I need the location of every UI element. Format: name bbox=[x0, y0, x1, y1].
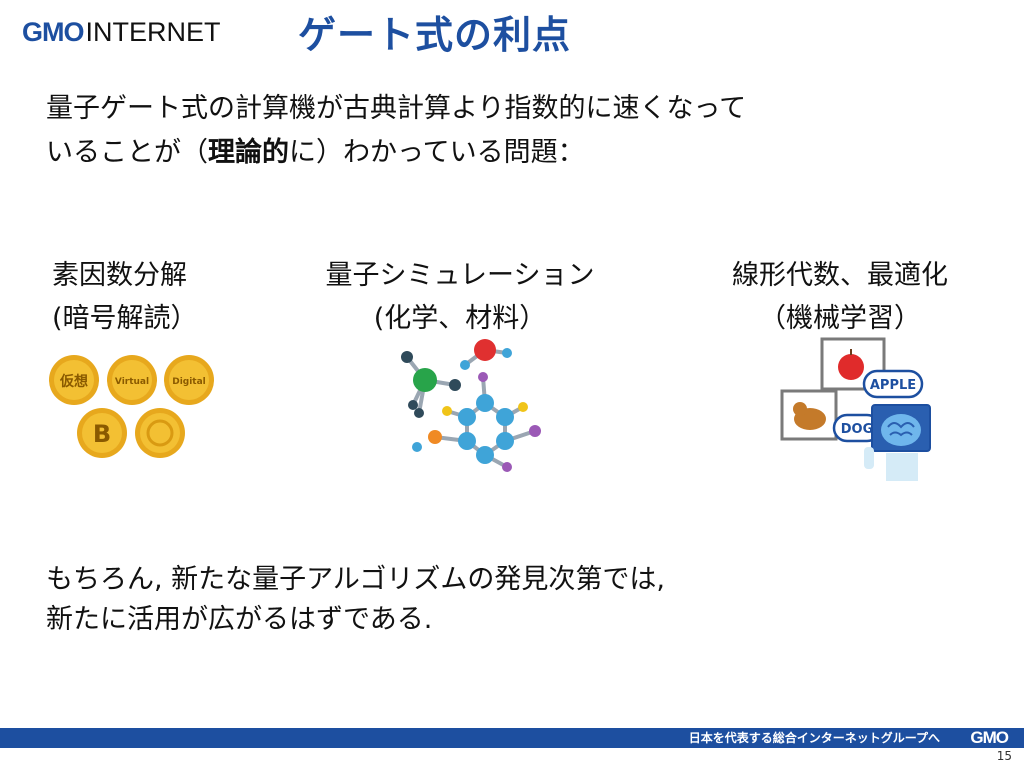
ai-brain-recognition-icon: APPLE DOG bbox=[780, 337, 931, 481]
coin-1: 仮想 bbox=[49, 355, 99, 405]
logo-internet: INTERNET bbox=[85, 16, 221, 47]
crypto-coins-icon: 仮想 Virtual Digital B bbox=[49, 355, 214, 458]
category-factoring: 素因数分解 (暗号解読） bbox=[52, 253, 198, 335]
coin-3: Digital bbox=[164, 355, 214, 405]
intro-line-2-pre: いることが（ bbox=[46, 137, 208, 168]
intro-line-1: 量子ゲート式の計算機が古典計算より指数的に速くなって bbox=[46, 93, 747, 124]
intro-line-2-post: に）わかっている問題： bbox=[289, 137, 585, 168]
footer-bar bbox=[0, 728, 1024, 748]
coin-1-label: 仮想 bbox=[59, 373, 88, 390]
intro-line-2: いることが（理論的に）わかっている問題： bbox=[46, 130, 585, 169]
page-number: 15 bbox=[996, 749, 1012, 763]
category-factoring-line2: (暗号解読） bbox=[52, 303, 198, 334]
category-linear-algebra: 線形代数、最適化 （機械学習） bbox=[700, 253, 980, 335]
brain-icon bbox=[881, 414, 921, 446]
coin-4-label: B bbox=[93, 420, 111, 448]
coin-blank bbox=[135, 408, 185, 458]
coin-2-label: Virtual bbox=[115, 377, 149, 387]
category-linalg-line2: （機械学習） bbox=[759, 303, 921, 334]
logo-gmo: GMO bbox=[22, 16, 84, 47]
company-logo: GMO INTERNET bbox=[22, 16, 221, 48]
coin-bitcoin: B bbox=[77, 408, 127, 458]
footer-tagline: 日本を代表する総合インターネットグループへ bbox=[688, 731, 940, 745]
category-quantum-simulation: 量子シミュレーション (化学、材料） bbox=[285, 253, 635, 335]
molecule-icon bbox=[401, 339, 541, 472]
apple-icon bbox=[838, 354, 864, 380]
coin-3-label: Digital bbox=[172, 377, 206, 387]
footer-logo: GMO bbox=[970, 728, 1009, 747]
category-linalg-line1: 線形代数、最適化 bbox=[732, 260, 948, 291]
closing-line-1: もちろん, 新たな量子アルゴリズムの発見次第では, bbox=[46, 564, 665, 595]
intro-line-2-bold: 理論的 bbox=[208, 137, 289, 168]
category-factoring-line1: 素因数分解 bbox=[52, 260, 187, 291]
coin-2: Virtual bbox=[107, 355, 157, 405]
apple-label: APPLE bbox=[870, 378, 916, 393]
dog-label: DOG bbox=[841, 422, 874, 437]
category-simulation-line1: 量子シミュレーション bbox=[325, 260, 595, 291]
slide-title: ゲート式の利点 bbox=[298, 13, 572, 57]
closing-line-2: 新たに活用が広がるはずである. bbox=[46, 604, 433, 635]
category-simulation-line2: (化学、材料） bbox=[373, 303, 547, 334]
